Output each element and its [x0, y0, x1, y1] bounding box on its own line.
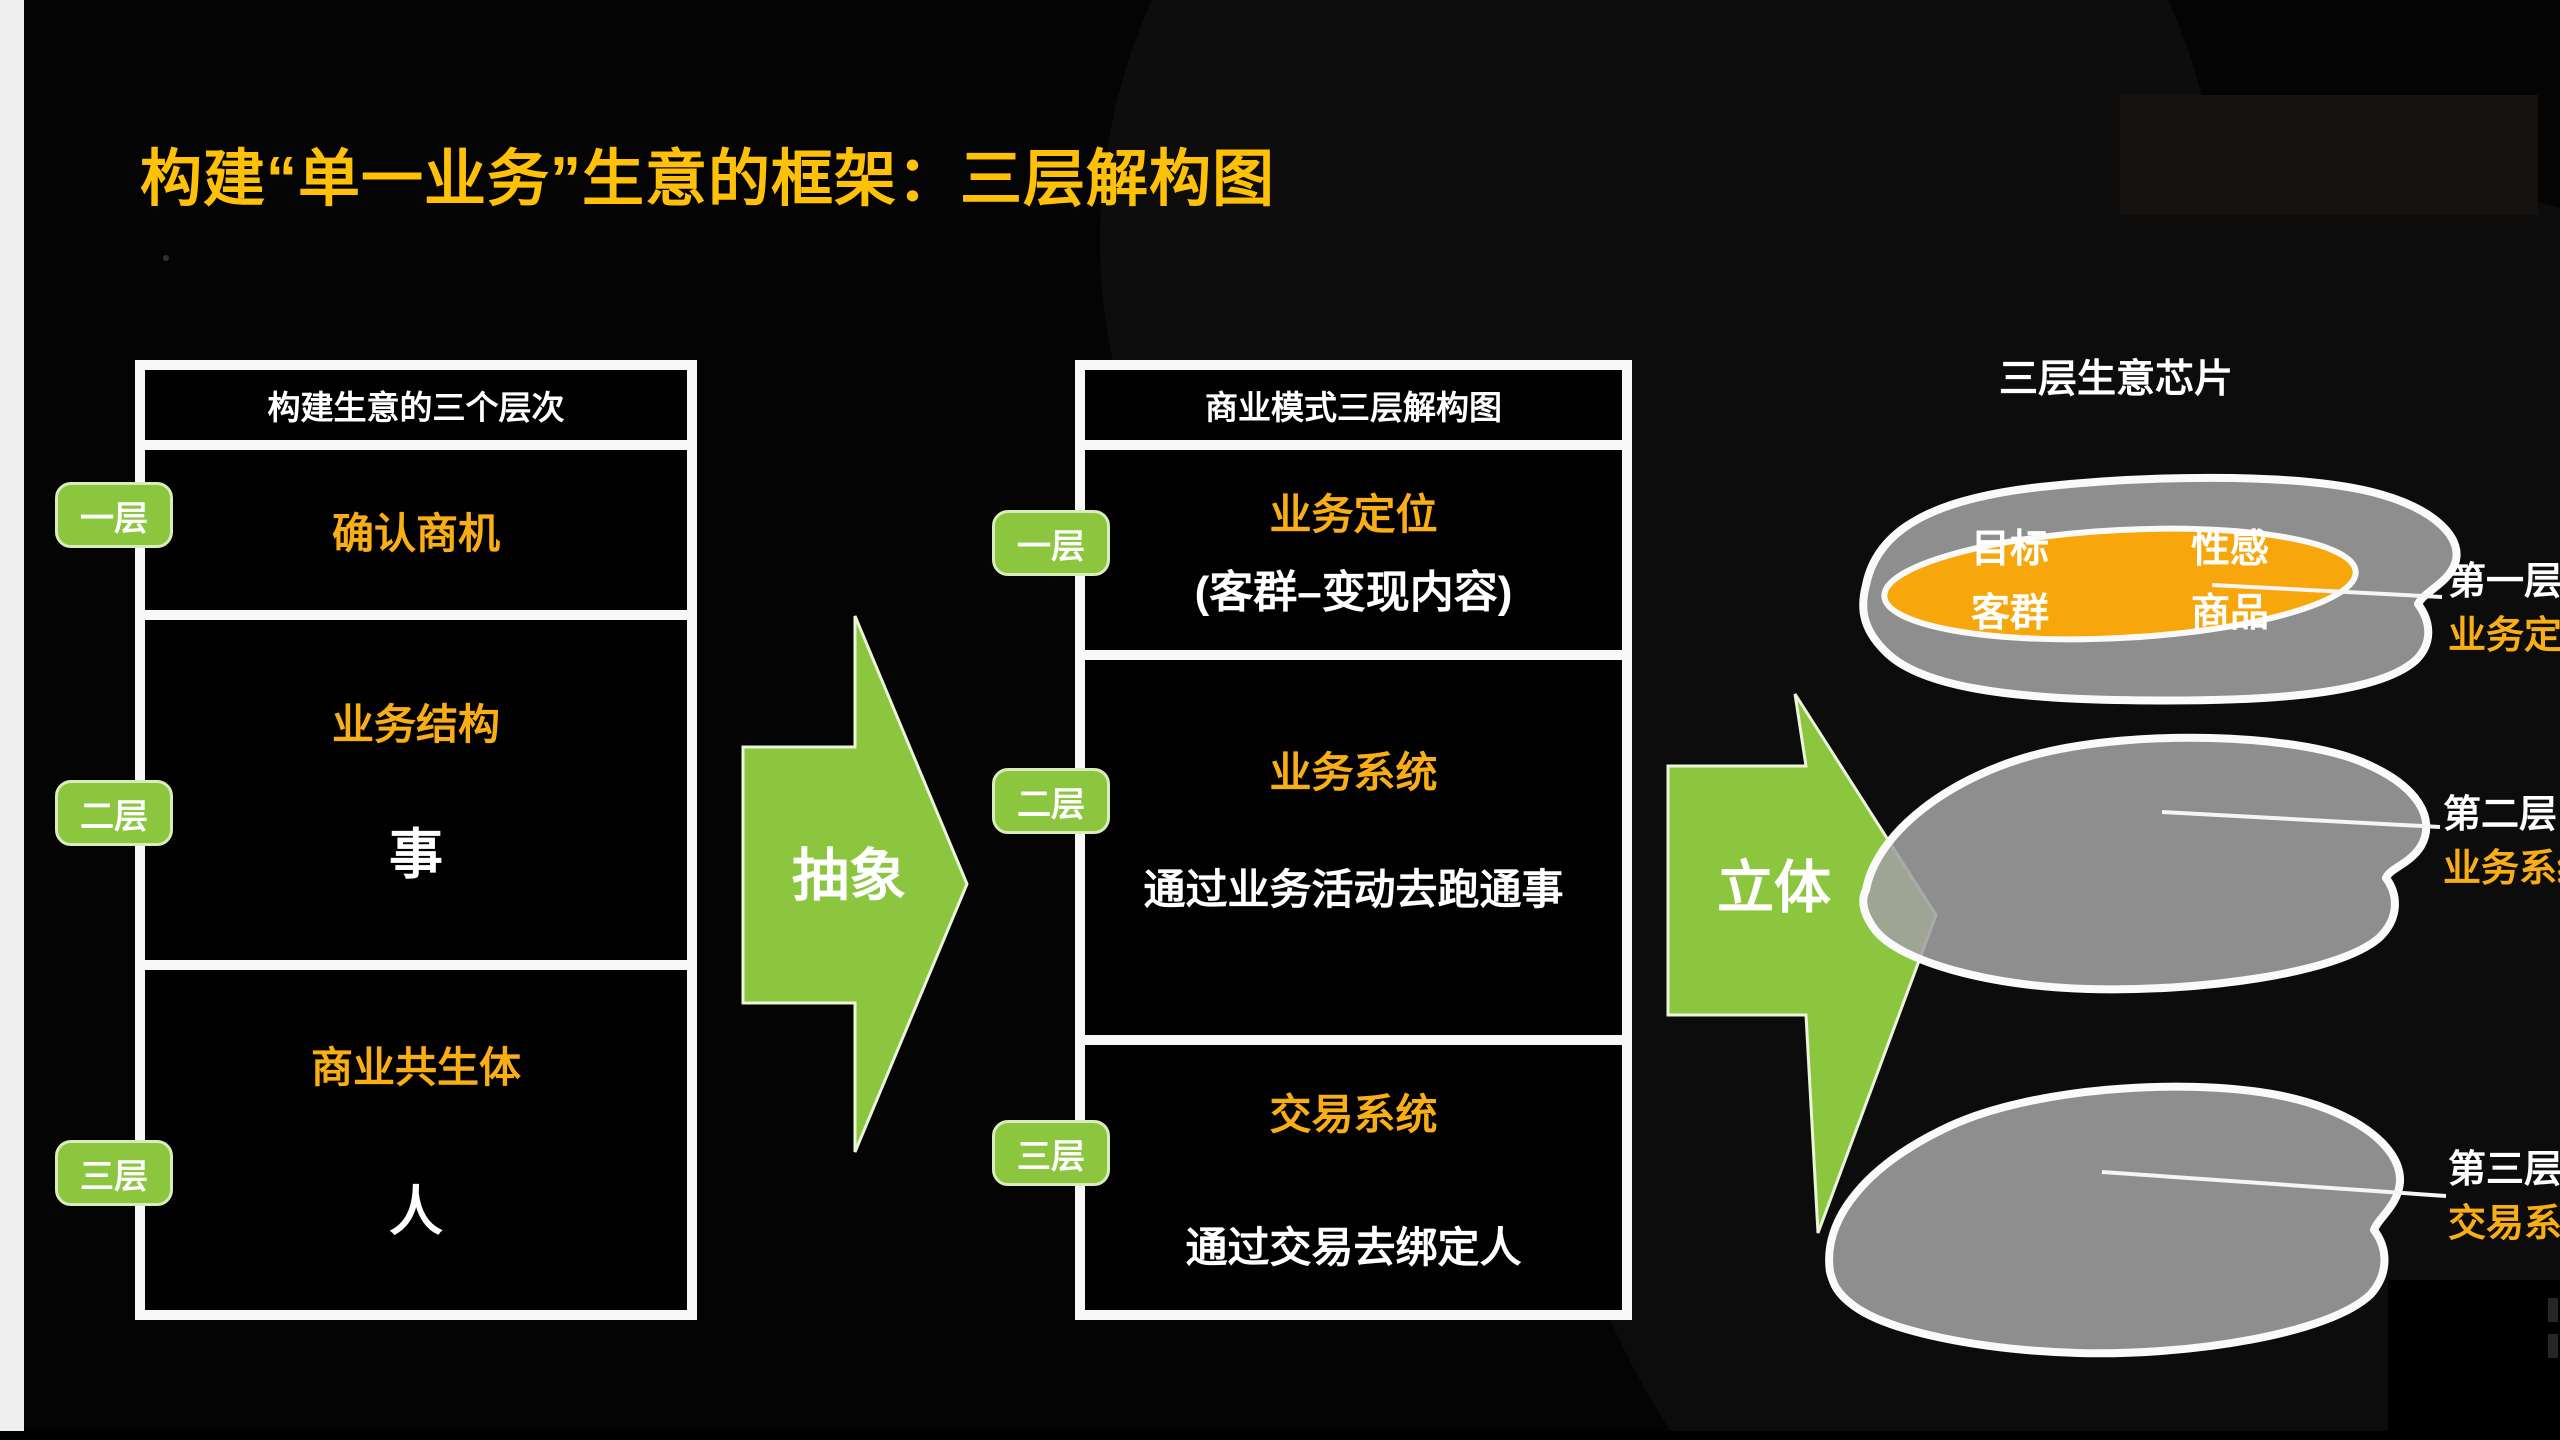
chip3-callout-line	[2101, 1170, 2447, 1198]
layer-badge: 二层	[55, 780, 173, 846]
row-heading: 确认商机	[331, 509, 500, 557]
left-table-header: 构建生意的三个层次	[145, 370, 687, 440]
chip2-layer-name: 第二层	[2443, 794, 2558, 836]
stray-dot	[163, 255, 169, 261]
chip2-callout-line	[2161, 810, 2441, 829]
solid-arrow-label: 立体	[1717, 856, 1831, 920]
left-table-row-2: 业务结构 事	[145, 620, 687, 960]
left-table-row-3: 商业共生体 人	[145, 970, 687, 1310]
left-edge-strip	[0, 0, 24, 1440]
chip1-orange-core	[1881, 525, 2359, 643]
row-heading: 交易系统	[1269, 1090, 1438, 1138]
chip1-inner-right-line2: 商品	[2190, 592, 2269, 635]
chip1-inner-right-line1: 性感	[2190, 528, 2269, 571]
chip1-inner-left-line2: 客群	[1970, 592, 2049, 635]
row-heading: 业务系统	[1269, 748, 1438, 796]
chip1-inner-right-text: 性感 商品	[2145, 518, 2315, 646]
chip1-layer-name: 第一层	[2448, 561, 2560, 603]
row-detail: 事	[389, 825, 443, 885]
chip1-inner-left-text: 目标 客群	[1925, 518, 2095, 646]
layer-badge: 一层	[55, 482, 173, 548]
chips-panel-title: 三层生意芯片	[1998, 358, 2233, 401]
row-detail: (客群–变现内容)	[1194, 567, 1513, 617]
middle-table-row-3: 交易系统 通过交易去绑定人	[1085, 1045, 1622, 1310]
row-detail: 通过业务活动去跑通事	[1143, 865, 1564, 913]
row-detail: 通过交易去绑定人	[1185, 1223, 1522, 1271]
chip3-callout-label: 第三层 交易系统	[2448, 1148, 2560, 1246]
chip2-callout-label: 第二层 业务系统	[2443, 793, 2560, 891]
chip1-callout-line	[2211, 583, 2443, 599]
chip1-inner-left-line1: 目标	[1970, 528, 2049, 571]
watermark-cover-rectangle	[2388, 1280, 2560, 1432]
chip1-callout-label: 第一层 业务定位	[2448, 560, 2560, 658]
page-title: 构建“单一业务”生意的框架：三层解构图	[140, 145, 1276, 214]
chip2-blob	[1859, 733, 2431, 994]
layer-badge: 二层	[992, 768, 1110, 834]
row-heading: 业务定位	[1269, 490, 1438, 538]
chip3-layer-name: 第三层	[2448, 1149, 2560, 1191]
chip3-blob	[1825, 1082, 2405, 1358]
left-table-row-1: 确认商机	[145, 450, 687, 610]
row-heading: 业务结构	[331, 701, 500, 748]
left-table: 构建生意的三个层次 确认商机 业务结构 事 商业共生体 人	[135, 360, 697, 1320]
abstract-arrow-shape	[741, 615, 969, 1153]
middle-table-header: 商业模式三层解构图	[1085, 370, 1622, 440]
chip2-layer-desc: 业务系统	[2443, 848, 2560, 890]
bottom-edge-strip	[0, 1431, 2560, 1440]
layer-badge: 三层	[992, 1120, 1110, 1186]
layer-badge: 三层	[55, 1140, 173, 1206]
middle-table: 商业模式三层解构图 业务定位 (客群–变现内容) 业务系统 通过业务活动去跑通事…	[1075, 360, 1632, 1320]
chip3-layer-desc: 交易系统	[2448, 1203, 2560, 1245]
watermark-fragment	[2548, 1334, 2558, 1358]
solid-arrow-shape	[1666, 693, 1938, 1234]
row-heading: 商业共生体	[310, 1044, 521, 1091]
chip1-layer-desc: 业务定位	[2448, 615, 2560, 657]
middle-table-row-2: 业务系统 通过业务活动去跑通事	[1085, 660, 1622, 1035]
layer-badge: 一层	[992, 510, 1110, 576]
abstract-arrow-label: 抽象	[792, 844, 906, 908]
middle-table-row-1: 业务定位 (客群–变现内容)	[1085, 450, 1622, 650]
watermark-fragment	[2548, 1298, 2558, 1322]
background-rectangle-top-right	[2120, 95, 2538, 215]
row-detail: 人	[389, 1182, 443, 1242]
